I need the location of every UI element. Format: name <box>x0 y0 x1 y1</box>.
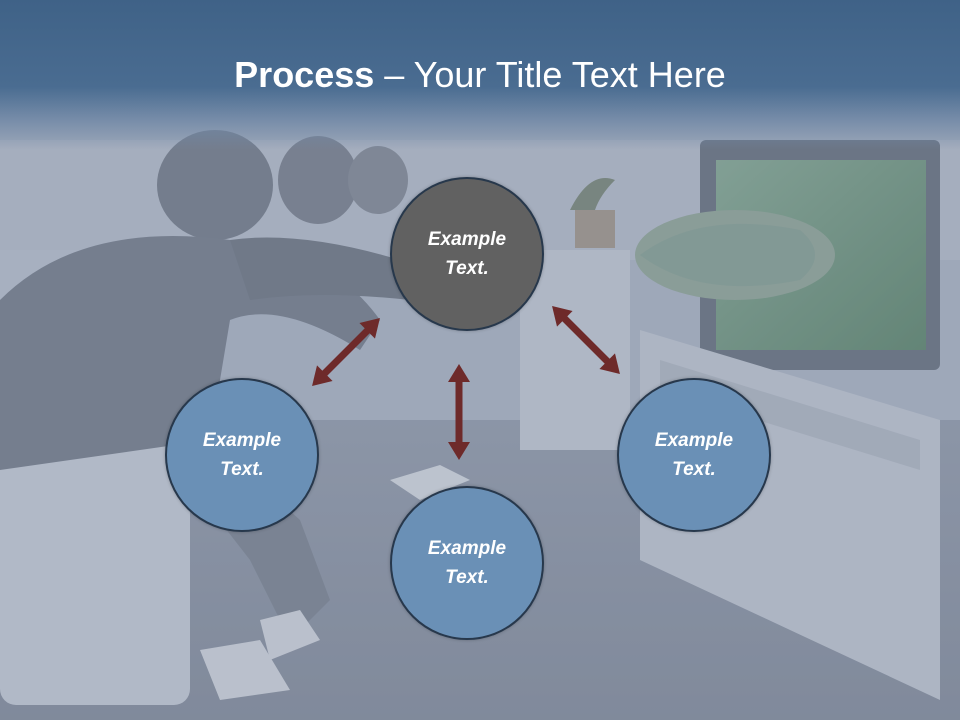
node-center: Example Text. <box>390 177 544 331</box>
title-band <box>0 0 960 150</box>
node-bottom: Example Text. <box>390 486 544 640</box>
title-strong: Process <box>234 54 375 95</box>
double-arrow-icon <box>312 318 380 386</box>
node-left-label: Example Text. <box>202 430 282 480</box>
title-rest: – Your Title Text Here <box>374 54 726 95</box>
double-arrow-icon <box>448 364 470 460</box>
node-bottom-label: Example Text. <box>427 538 507 588</box>
node-left: Example Text. <box>165 378 319 532</box>
node-center-label: Example Text. <box>427 229 507 279</box>
slide-title: Process – Your Title Text Here <box>0 52 960 98</box>
node-right-label: Example Text. <box>654 430 734 480</box>
node-right: Example Text. <box>617 378 771 532</box>
double-arrow-icon <box>552 306 620 374</box>
